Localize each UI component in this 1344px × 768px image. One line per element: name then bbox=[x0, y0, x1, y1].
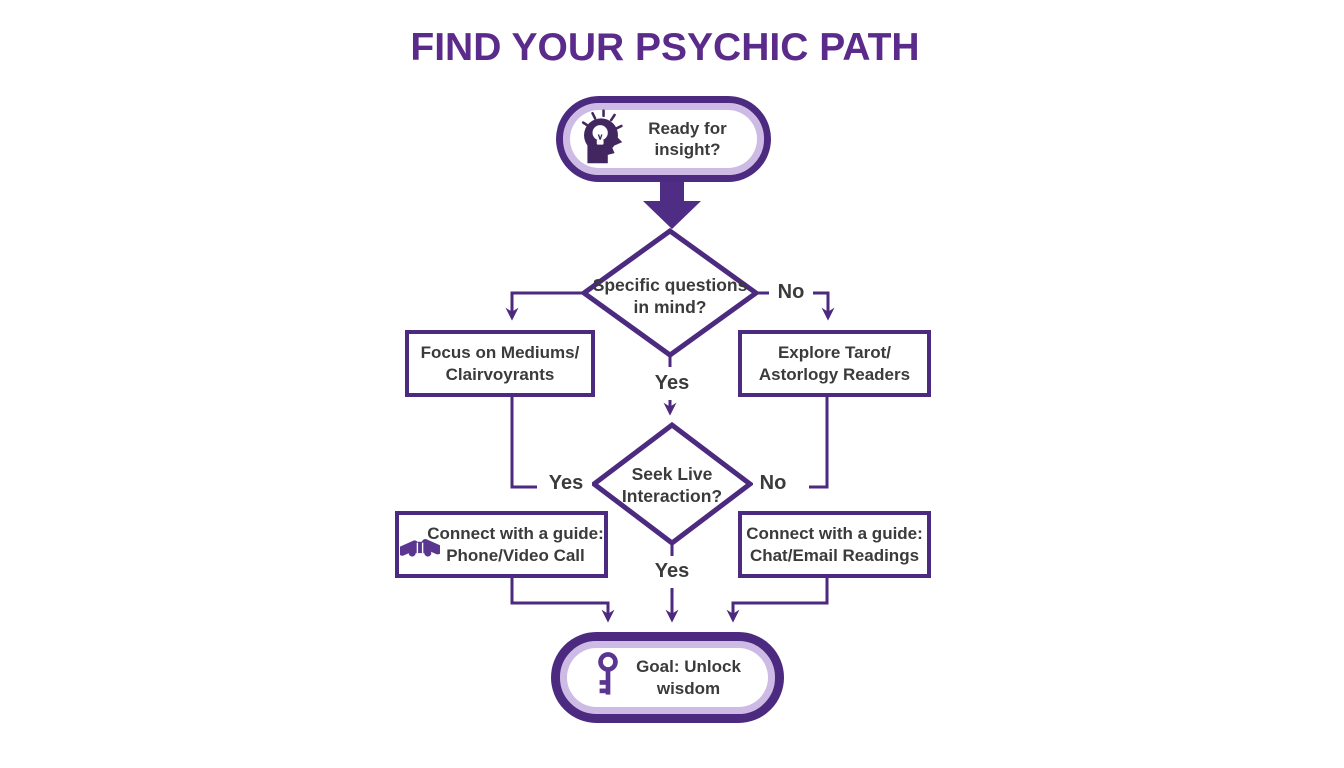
handshake-icon bbox=[397, 532, 443, 567]
mediums-box: Focus on Mediums/ Clairvoyrants bbox=[405, 330, 595, 397]
edge-label-d2-yes-left: Yes bbox=[540, 472, 592, 495]
mediums-label: Focus on Mediums/ Clairvoyrants bbox=[420, 342, 580, 384]
start-node: Ready for insight? bbox=[556, 96, 771, 182]
goal-label: Goal: Unlock wisdom bbox=[636, 657, 741, 698]
decision2-diamond bbox=[589, 421, 755, 547]
start-block-arrow bbox=[643, 178, 701, 229]
edge-phone-to-goal bbox=[510, 578, 615, 623]
chat-label: Connect with a guide: Chat/Email Reading… bbox=[746, 523, 923, 565]
edge-label-d1-yes: Yes bbox=[646, 372, 698, 395]
edge-label-d2-yes-bottom: Yes bbox=[646, 560, 698, 583]
decision1-diamond bbox=[579, 227, 761, 359]
phone-label: Connect with a guide: Phone/Video Call bbox=[427, 523, 604, 565]
page-title: FIND YOUR PSYCHIC PATH bbox=[410, 26, 920, 69]
decision2-label: Seek Live Interaction? bbox=[621, 463, 723, 506]
chat-box: Connect with a guide: Chat/Email Reading… bbox=[738, 511, 931, 578]
edge-d1-left bbox=[505, 291, 584, 321]
edge-d1-no bbox=[813, 291, 835, 321]
tarot-box: Explore Tarot/ Astorlogy Readers bbox=[738, 330, 931, 397]
edge-label-d1-no: No bbox=[770, 281, 812, 304]
head-lightbulb-icon bbox=[575, 108, 627, 170]
edge-tarot-to-d2 bbox=[809, 397, 829, 489]
edge-mediums-to-d2 bbox=[510, 397, 537, 489]
edge-label-d2-no: No bbox=[753, 472, 793, 495]
decision1-label: Specific questions in mind? bbox=[592, 274, 748, 317]
start-label: Ready for insight? bbox=[648, 118, 727, 159]
key-icon bbox=[594, 651, 622, 704]
goal-node: Goal: Unlock wisdom bbox=[551, 632, 784, 723]
tarot-label: Explore Tarot/ Astorlogy Readers bbox=[758, 342, 911, 384]
edge-chat-to-goal bbox=[726, 578, 829, 623]
phone-box: Connect with a guide: Phone/Video Call bbox=[395, 511, 608, 578]
